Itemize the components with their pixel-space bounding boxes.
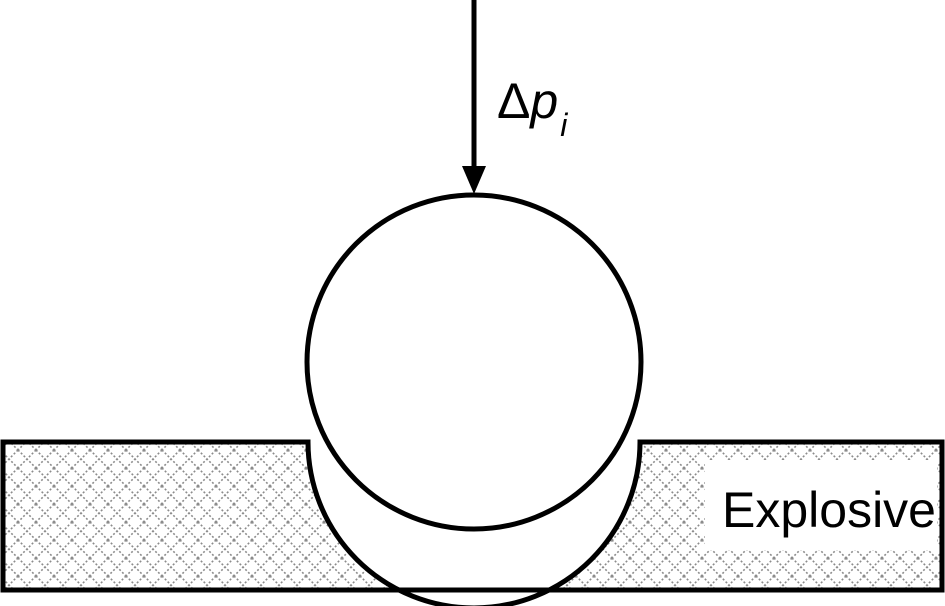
slab-outline	[0, 439, 945, 606]
arrow-head	[462, 166, 486, 194]
pressure-arrow	[462, 0, 486, 194]
pressure-symbol: p	[528, 73, 558, 129]
pressure-label: Δpi	[497, 73, 568, 143]
pressure-subscript: i	[560, 107, 568, 143]
sphere	[304, 192, 644, 532]
delta-symbol: Δ	[497, 73, 530, 129]
explosive-label: Explosive	[722, 482, 936, 538]
